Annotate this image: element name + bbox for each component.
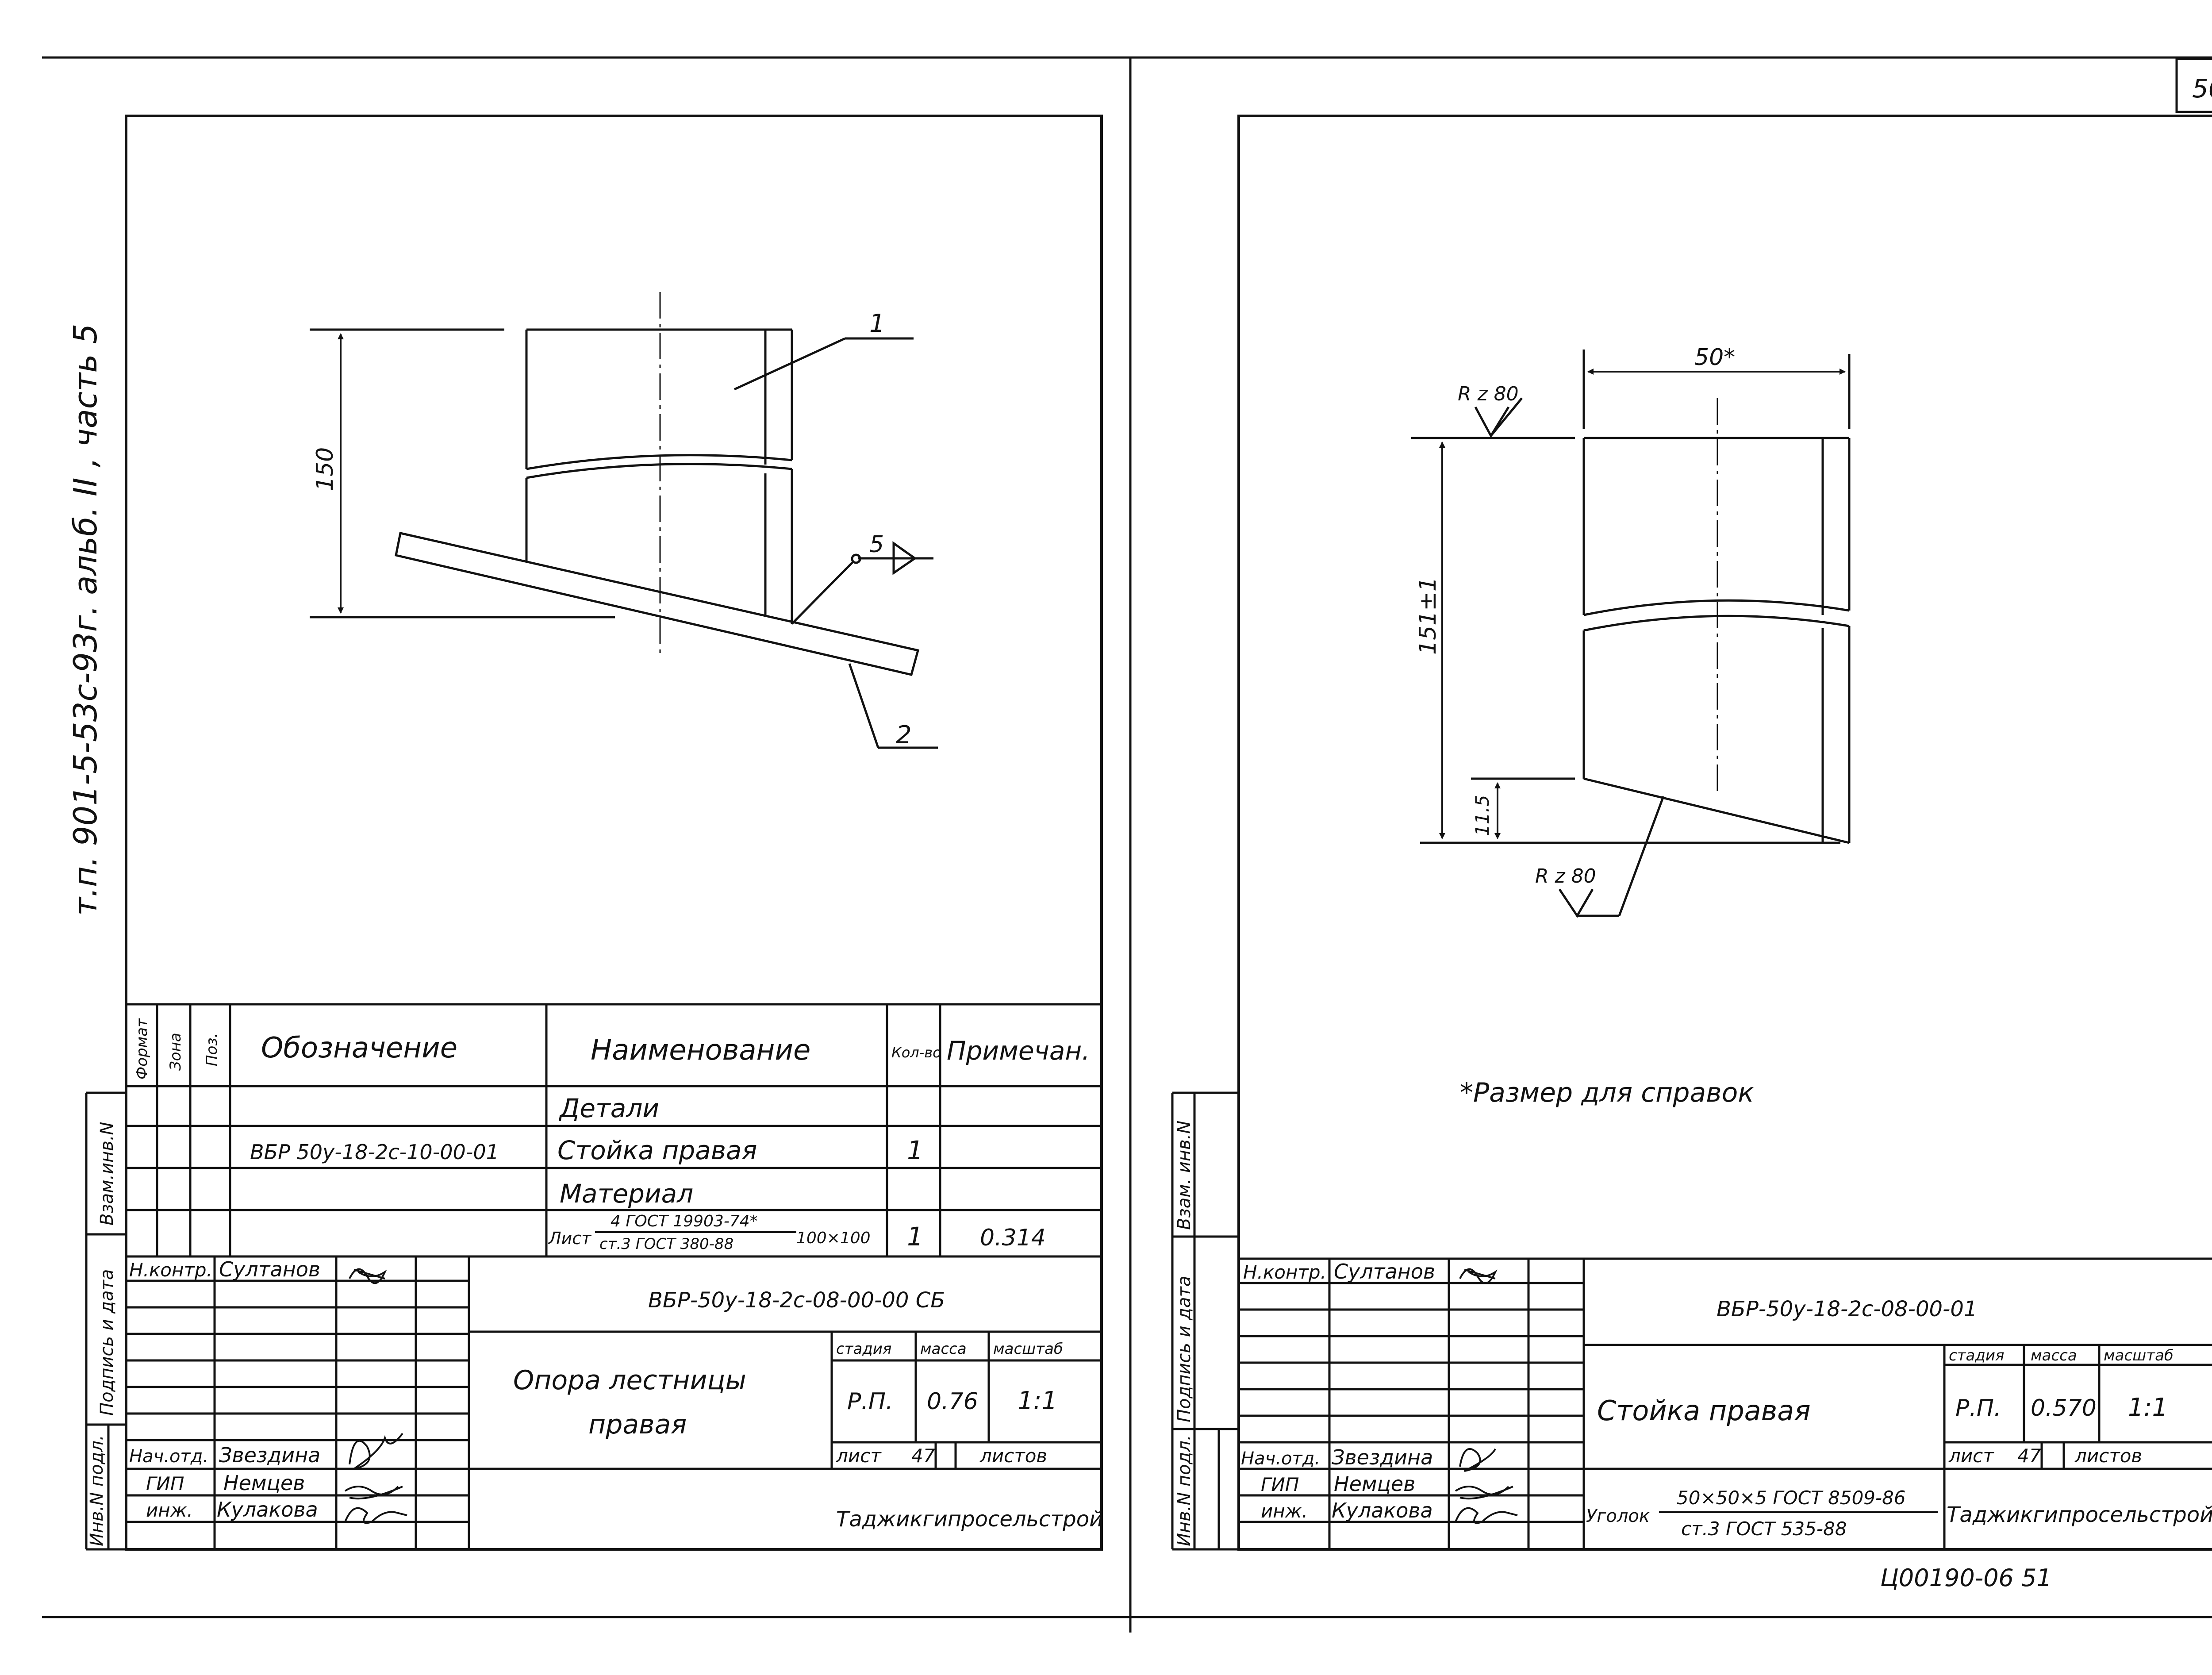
left-sheet-no: 47 bbox=[911, 1445, 935, 1467]
right-signatures bbox=[1455, 1268, 1518, 1524]
spec-header-note: Примечан. bbox=[947, 1036, 1090, 1066]
right-signer-role-1: Н.контр. bbox=[1243, 1261, 1326, 1283]
spec-row-4-note: 0.314 bbox=[980, 1225, 1046, 1251]
left-dim-height: 150 bbox=[312, 447, 338, 491]
right-signer-name-2: Звездина bbox=[1332, 1445, 1433, 1469]
right-material-num: 50×50×5 ГОСТ 8509-86 bbox=[1677, 1487, 1906, 1509]
left-side-col-3: Инв.N подл. bbox=[87, 1435, 107, 1546]
right-signer-name-1: Султанов bbox=[1334, 1260, 1435, 1283]
right-stage-label: стадия bbox=[1949, 1347, 2004, 1364]
right-dim-offset: 11.5 bbox=[1471, 795, 1493, 836]
right-side-col-1: Взам. инв.N bbox=[1174, 1121, 1194, 1230]
left-signer-name-2: Звездина bbox=[219, 1443, 320, 1467]
left-signer-role-1: Н.контр. bbox=[129, 1259, 212, 1281]
left-title-2: правая bbox=[588, 1409, 687, 1440]
spec-row-2-designation: ВБР 50у-18-2с-10-00-01 bbox=[250, 1140, 499, 1164]
spec-row-4-qty: 1 bbox=[907, 1222, 923, 1252]
left-signer-name-4: Кулакова bbox=[217, 1498, 318, 1521]
spec-row-4-den: ст.3 ГОСТ 380-88 bbox=[599, 1235, 733, 1253]
left-side-col-1: Взам.инв.N bbox=[97, 1122, 117, 1226]
left-signatures bbox=[344, 1268, 407, 1524]
right-title: Стойка правая bbox=[1597, 1395, 1811, 1427]
left-sheet: 150 1 2 5 Формат Зона Поз. Обозначение Н… bbox=[85, 115, 1103, 1551]
right-code: ВБР-50у-18-2с-08-00-01 bbox=[1717, 1297, 1977, 1322]
left-drawing bbox=[310, 292, 938, 749]
spec-row-4-suffix: 100×100 bbox=[796, 1229, 871, 1247]
right-signer-name-3: Немцев bbox=[1334, 1472, 1415, 1496]
right-stage: Р.П. bbox=[1955, 1395, 2001, 1421]
page-frame bbox=[42, 56, 2212, 1633]
right-rough-bottom: R z 80 bbox=[1535, 865, 1596, 887]
right-side-col-2: Подпись и дата bbox=[1174, 1276, 1194, 1422]
right-drawing bbox=[1411, 350, 1851, 918]
page-number-box: 50 bbox=[2175, 58, 2212, 113]
left-signer-role-2: Нач.отд. bbox=[129, 1446, 208, 1467]
right-signer-name-4: Кулакова bbox=[1332, 1498, 1433, 1522]
spec-table bbox=[126, 1003, 1102, 1258]
spec-row-4-num: 4 ГОСТ 19903-74* bbox=[611, 1212, 758, 1230]
right-signer-role-2: Нач.отд. bbox=[1241, 1448, 1320, 1469]
right-signer-role-3: ГИП bbox=[1261, 1474, 1299, 1495]
left-mass-label: масса bbox=[920, 1340, 967, 1358]
left-stage: Р.П. bbox=[847, 1388, 893, 1415]
spec-header-zone: Зона bbox=[167, 1033, 184, 1071]
spec-header-name: Наименование bbox=[591, 1034, 810, 1067]
callout-1: 1 bbox=[869, 309, 885, 338]
right-mass: 0.570 bbox=[2031, 1395, 2097, 1421]
right-org: Таджикгипросельстрой bbox=[1947, 1502, 2212, 1527]
right-side-col-3: Инв.N подл. bbox=[1174, 1435, 1194, 1546]
left-title-1: Опора лестницы bbox=[513, 1365, 746, 1396]
right-footnote: *Размер для справок bbox=[1460, 1077, 1754, 1108]
left-code: ВБР-50у-18-2с-08-00-00 СБ bbox=[648, 1288, 945, 1313]
left-signer-name-3: Немцев bbox=[223, 1471, 305, 1495]
right-mass-label: масса bbox=[2031, 1347, 2077, 1364]
right-title-block bbox=[1239, 1257, 2212, 1549]
left-scale: 1:1 bbox=[1018, 1387, 1057, 1415]
right-side-columns bbox=[1171, 1091, 1239, 1551]
right-sheet: 50* 151±1 11.5 R z 80 R z 80 *Размер для… bbox=[1171, 115, 2212, 1592]
spec-header-pos: Поз. bbox=[203, 1033, 221, 1066]
spec-row-4-prefix: Лист bbox=[548, 1229, 592, 1248]
right-dim-height: 151±1 bbox=[1415, 577, 1441, 655]
spec-header-designation: Обозначение bbox=[261, 1032, 457, 1064]
left-title-block bbox=[126, 1255, 1102, 1549]
callout-2: 2 bbox=[896, 721, 912, 749]
spec-header-format: Формат bbox=[133, 1018, 151, 1080]
left-signer-role-4: инж. bbox=[146, 1499, 193, 1521]
spec-row-1-name: Детали bbox=[558, 1093, 659, 1123]
right-sheets-label: листов bbox=[2074, 1445, 2142, 1467]
left-mass: 0.76 bbox=[927, 1388, 978, 1415]
right-sheet-label: лист bbox=[1948, 1445, 1994, 1467]
left-sheet-label: лист bbox=[836, 1445, 882, 1467]
left-stage-label: стадия bbox=[836, 1340, 891, 1358]
left-scale-label: масштаб bbox=[993, 1340, 1063, 1358]
left-org: Таджикгипросельстрой bbox=[836, 1507, 1103, 1532]
page-number: 50 bbox=[2192, 73, 2212, 104]
right-material-den: ст.3 ГОСТ 535-88 bbox=[1681, 1518, 1847, 1540]
right-scale-label: масштаб bbox=[2104, 1347, 2174, 1364]
bottom-note: Ц00190-06 51 bbox=[1880, 1564, 2052, 1592]
spec-row-2-name: Стойка правая bbox=[557, 1135, 757, 1165]
spec-header-qty: Кол-во bbox=[891, 1044, 941, 1061]
right-signer-role-4: инж. bbox=[1261, 1500, 1308, 1522]
side-stamp: т.п. 901-5-53с-93г. альб. II , часть 5 bbox=[67, 324, 104, 916]
spec-row-3-name: Материал bbox=[560, 1179, 693, 1209]
spec-row-2-qty: 1 bbox=[907, 1135, 923, 1165]
right-scale: 1:1 bbox=[2128, 1393, 2168, 1422]
right-sheet-no: 47 bbox=[2017, 1445, 2041, 1467]
left-side-col-2: Подпись и дата bbox=[97, 1269, 117, 1416]
left-side-columns bbox=[85, 1091, 126, 1551]
right-dim-width: 50* bbox=[1694, 344, 1735, 371]
callout-5: 5 bbox=[869, 531, 884, 558]
left-signer-name-1: Султанов bbox=[219, 1257, 320, 1281]
right-material-prefix: Уголок bbox=[1586, 1506, 1650, 1526]
right-rough-top: R z 80 bbox=[1458, 383, 1519, 405]
left-signer-role-3: ГИП bbox=[146, 1473, 184, 1494]
left-sheets-label: листов bbox=[979, 1445, 1047, 1467]
